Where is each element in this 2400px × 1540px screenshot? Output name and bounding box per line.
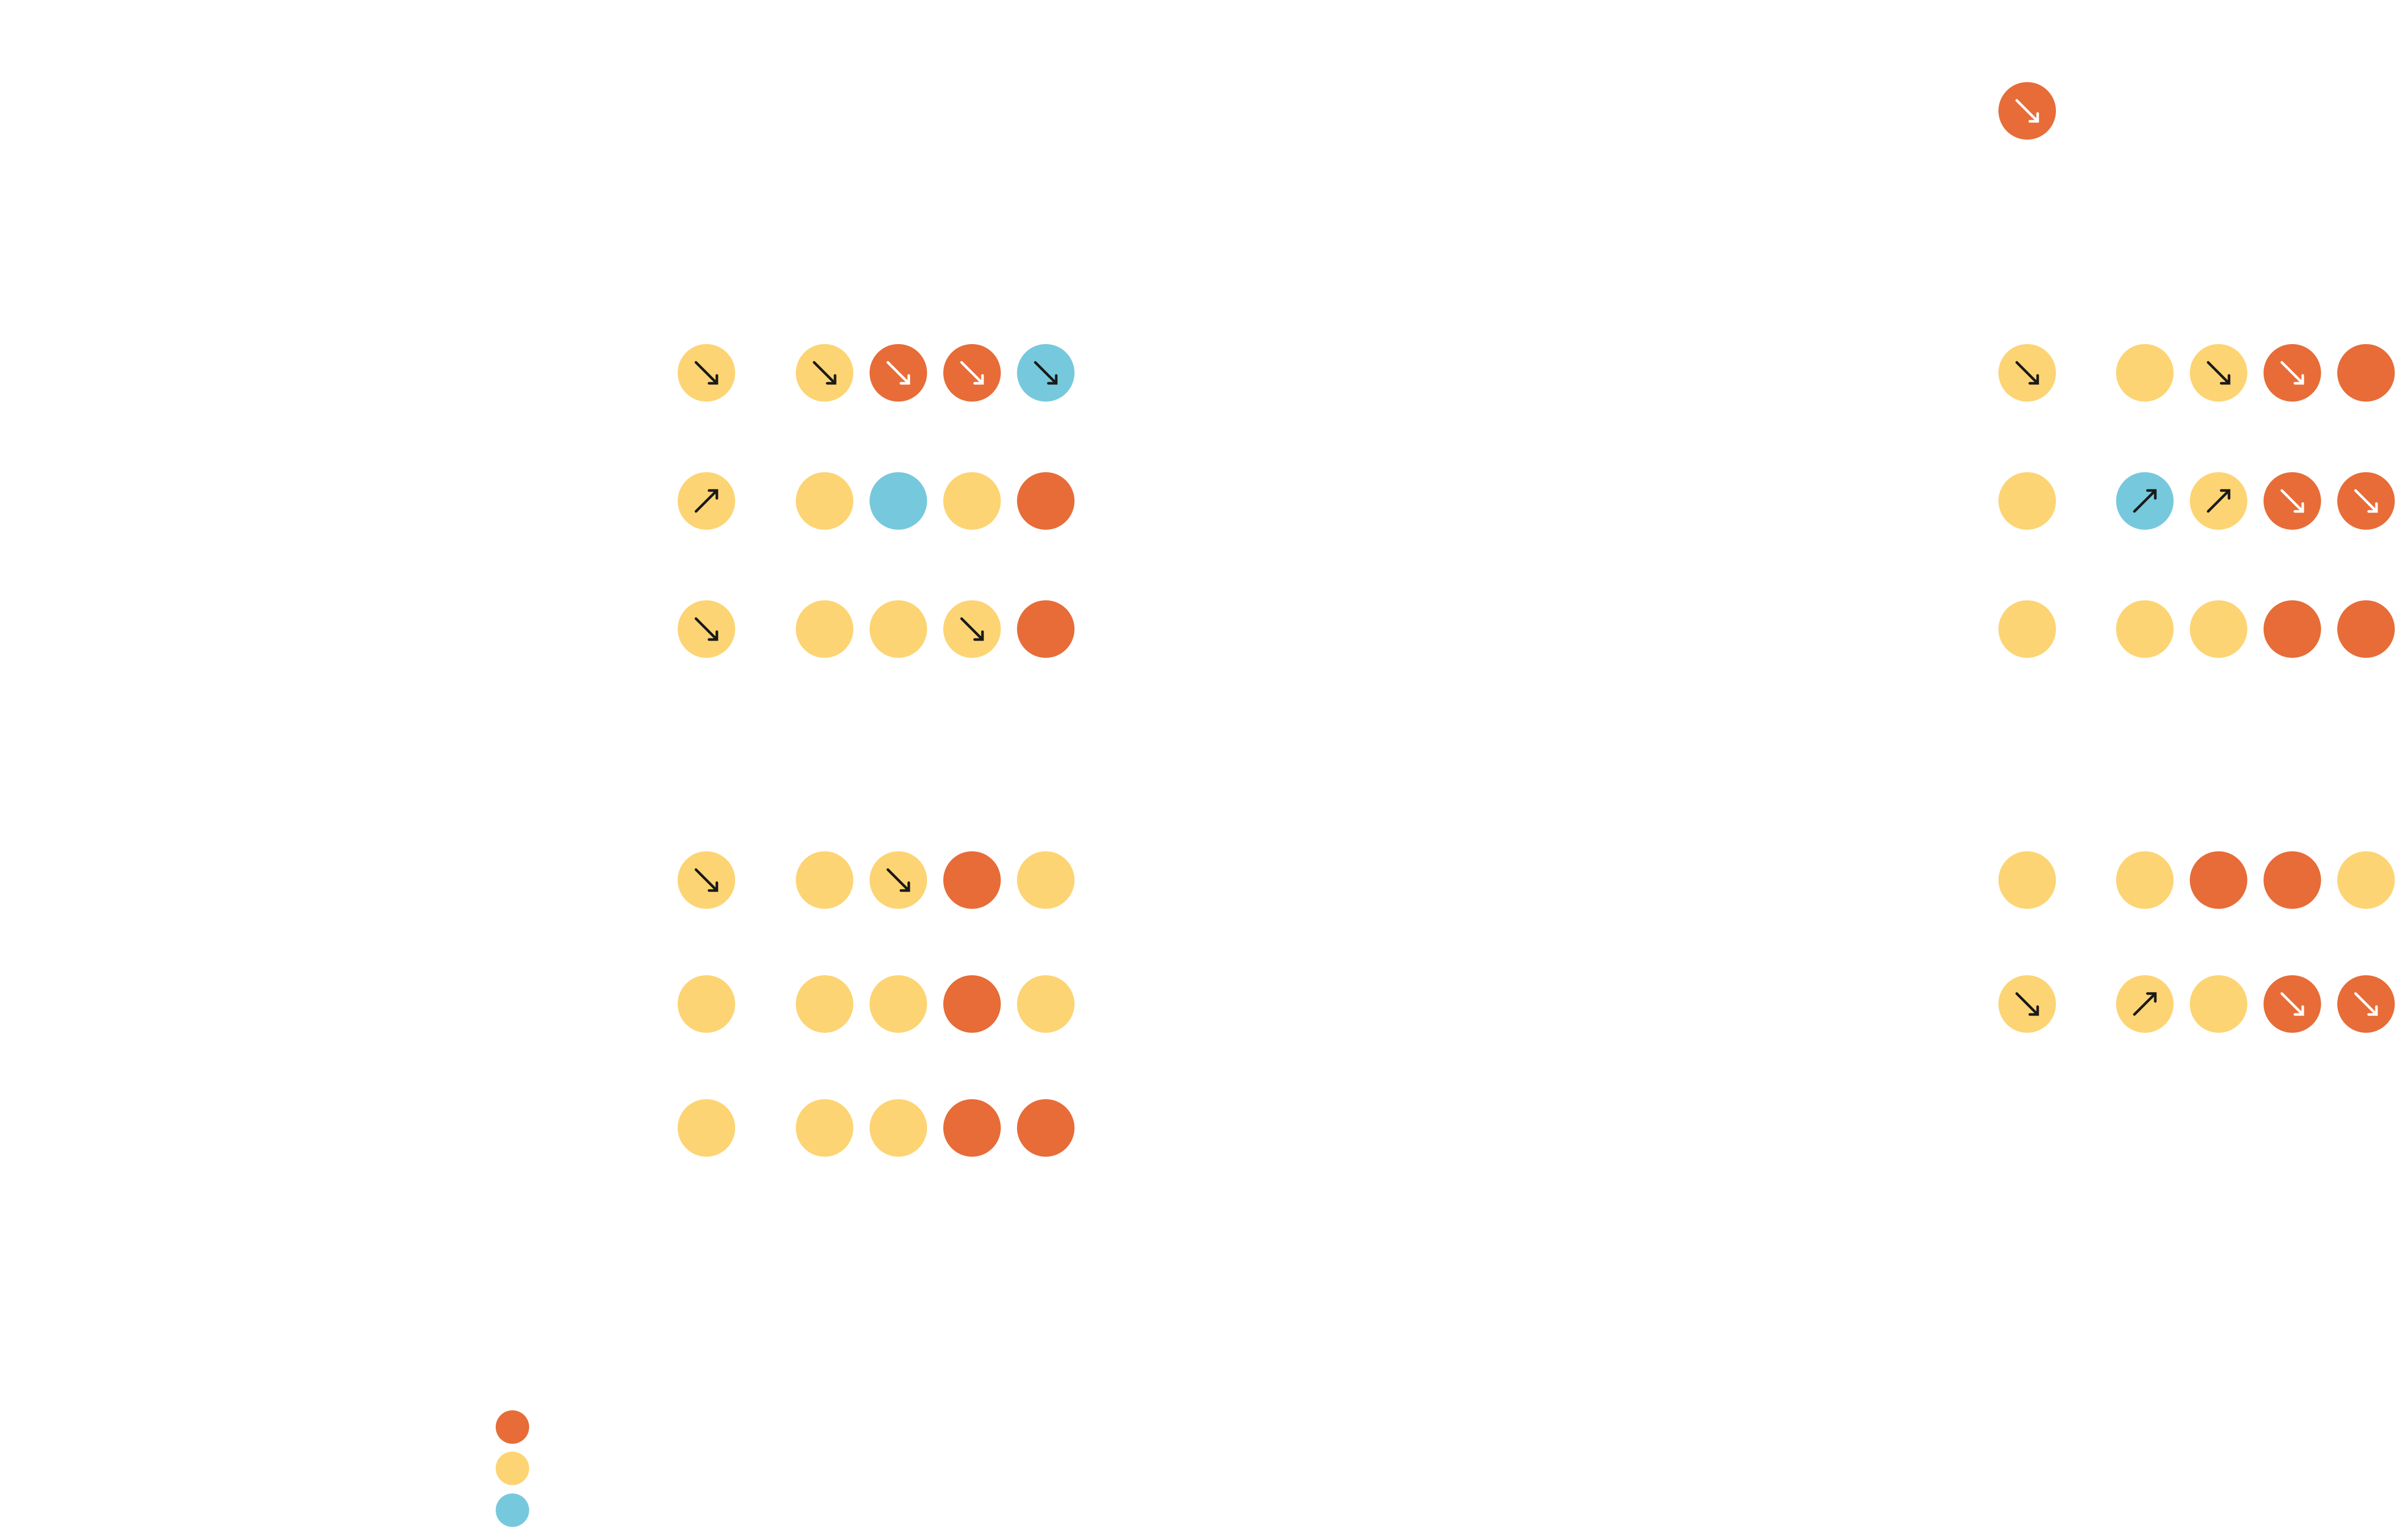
- dot-orange: [943, 975, 1001, 1033]
- dot-yellow: [796, 600, 853, 658]
- dot-yellow: [2116, 344, 2174, 402]
- arrow-up-right-icon: [2207, 489, 2231, 513]
- dot-group-left-bottom: [678, 851, 1075, 1157]
- arrow-down-right-icon: [2354, 489, 2378, 513]
- dot-blue: [870, 472, 927, 530]
- arrow-down-right-icon: [2015, 992, 2039, 1016]
- dot-yellow: [943, 472, 1001, 530]
- arrow-down-right-icon: [2280, 992, 2304, 1016]
- dot-yellow: [2116, 851, 2174, 909]
- arrow-down-right-icon: [960, 361, 984, 385]
- dot-group-left-top: [678, 344, 1075, 658]
- dot-yellow: [1017, 851, 1075, 909]
- dot-group-right-top: [1998, 344, 2395, 658]
- arrow-up-right-icon: [2133, 992, 2157, 1016]
- dot-orange: [2264, 600, 2321, 658]
- arrow-down-right-icon: [694, 868, 718, 892]
- arrow-down-right-icon: [960, 617, 984, 641]
- dot-orange: [943, 851, 1001, 909]
- dot-yellow: [1998, 472, 2056, 530]
- dot-orange: [2264, 851, 2321, 909]
- dot-yellow: [870, 600, 927, 658]
- dot-orange: [2337, 344, 2395, 402]
- dot-yellow: [796, 851, 853, 909]
- arrow-down-right-icon: [2015, 99, 2039, 123]
- arrow-down-right-icon: [694, 617, 718, 641]
- arrow-down-right-icon: [1034, 361, 1058, 385]
- dot-yellow: [2116, 600, 2174, 658]
- dot-yellow: [796, 975, 853, 1033]
- dot-orange: [1017, 472, 1075, 530]
- dot-yellow: [2337, 851, 2395, 909]
- arrow-down-right-icon: [694, 361, 718, 385]
- dot-yellow: [1017, 975, 1075, 1033]
- dot-yellow: [678, 975, 735, 1033]
- arrow-down-right-icon: [886, 361, 910, 385]
- arrow-down-right-icon: [2015, 361, 2039, 385]
- dot-yellow: [678, 1099, 735, 1157]
- dot-orange: [1017, 600, 1075, 658]
- legend-swatch-yellow: [496, 1452, 529, 1485]
- arrow-down-right-icon: [2354, 992, 2378, 1016]
- dot-yellow: [870, 975, 927, 1033]
- dot-yellow: [1998, 851, 2056, 909]
- arrow-up-right-icon: [2133, 489, 2157, 513]
- legend-swatch-blue: [496, 1493, 529, 1527]
- arrow-down-right-icon: [813, 361, 837, 385]
- arrow-down-right-icon: [2207, 361, 2231, 385]
- dot-yellow: [2190, 975, 2247, 1033]
- dot-yellow: [2190, 600, 2247, 658]
- dot-orange: [1017, 1099, 1075, 1157]
- arrow-down-right-icon: [2280, 361, 2304, 385]
- dot-orange: [2337, 600, 2395, 658]
- dot-group-right-bottom: [1998, 851, 2395, 1033]
- dot-group-right-single: [1998, 82, 2056, 140]
- dot-orange: [943, 1099, 1001, 1157]
- arrow-down-right-icon: [2280, 489, 2304, 513]
- legend-swatch-orange: [496, 1410, 529, 1444]
- legend: [496, 1410, 529, 1527]
- dot-orange: [2190, 851, 2247, 909]
- dot-yellow: [1998, 600, 2056, 658]
- arrow-down-right-icon: [886, 868, 910, 892]
- dot-yellow: [870, 1099, 927, 1157]
- arrow-up-right-icon: [694, 489, 718, 513]
- dot-yellow: [796, 1099, 853, 1157]
- dot-yellow: [796, 472, 853, 530]
